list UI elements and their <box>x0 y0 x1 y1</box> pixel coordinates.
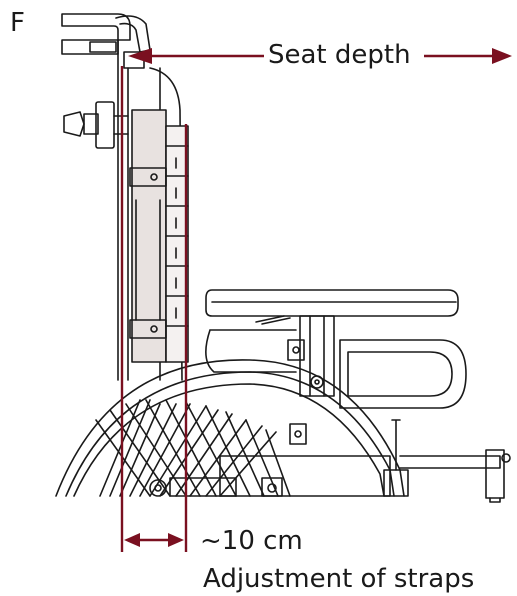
lower-frame <box>169 419 511 503</box>
arrowheads <box>124 48 512 547</box>
seat-depth-label: Seat depth <box>264 40 415 70</box>
caption: Adjustment of straps <box>203 564 475 594</box>
offset-label: ~10 cm <box>200 526 303 556</box>
brake-lever <box>63 101 129 149</box>
rear-wheel <box>55 359 405 497</box>
back-upholstery <box>129 109 189 363</box>
push-handle <box>61 13 151 69</box>
side-guard <box>205 315 467 409</box>
seat-depth-right-arrow <box>492 48 512 64</box>
offset-left-arrow <box>124 533 140 547</box>
seat-cushion <box>205 289 459 317</box>
measurement-guides <box>120 54 496 552</box>
offset-right-arrow <box>168 533 184 547</box>
figure-letter: F <box>10 8 25 38</box>
seat-depth-left-arrow <box>128 48 152 64</box>
